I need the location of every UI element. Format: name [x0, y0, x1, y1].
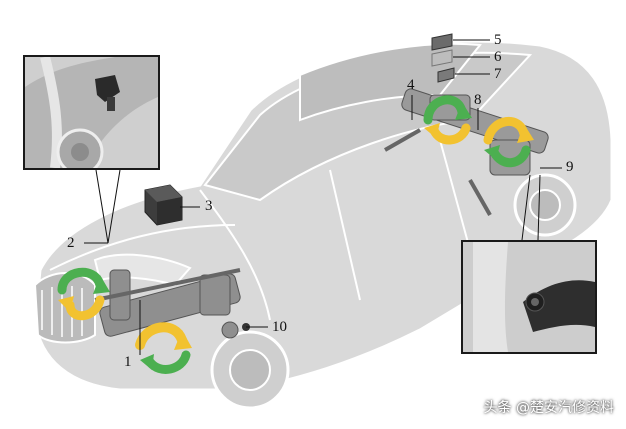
inset-front-sensor [23, 55, 160, 170]
rotation-arrow-icon [57, 267, 110, 321]
callout-9: 9 [566, 159, 574, 175]
front-wheel [210, 330, 290, 410]
watermark: 头条 @楚安汽修资料 [483, 400, 614, 416]
callout-3: 3 [205, 198, 213, 214]
rotation-arrow-icon [135, 322, 192, 374]
rear-sensor-detail [463, 242, 595, 352]
rear-wheel [513, 173, 577, 237]
callout-7: 7 [494, 66, 502, 82]
inset-rear-sensor [461, 240, 597, 354]
leader-lines [84, 39, 562, 355]
callout-1: 1 [124, 354, 132, 370]
rotation-arrow-icon [423, 95, 472, 145]
callout-5: 5 [494, 32, 502, 48]
callout-8: 8 [474, 92, 482, 108]
callout-6: 6 [494, 49, 502, 65]
callout-4: 4 [407, 77, 415, 93]
callout-10: 10 [272, 319, 287, 335]
front-axle-assembly [94, 268, 241, 339]
battery-icon [144, 184, 183, 226]
callout-2: 2 [67, 235, 75, 251]
rotation-arrow-icon [483, 116, 534, 168]
front-sensor-detail [25, 57, 158, 168]
sensor-icon [95, 75, 120, 111]
control-unit-stack [431, 33, 455, 83]
sensor-icon [525, 292, 545, 312]
